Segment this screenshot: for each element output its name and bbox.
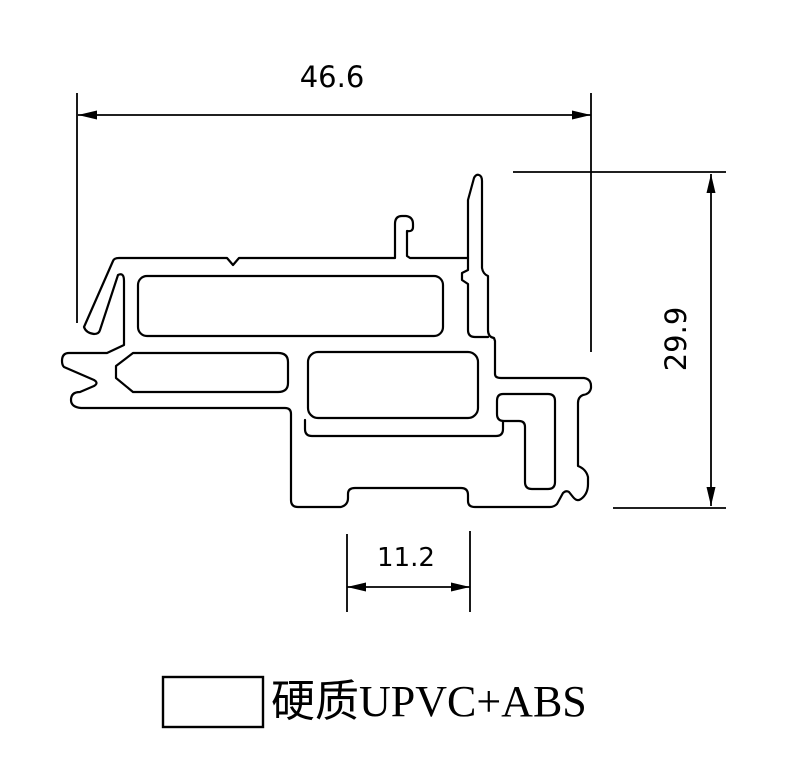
dim-slot-arrow-right — [451, 582, 470, 592]
dim-width-value: 46.6 — [300, 60, 365, 94]
profile-outline-group — [60, 173, 593, 509]
profile-undertab-wall — [460, 256, 490, 339]
dim-height-arrow-bottom — [706, 487, 716, 506]
dim-slot-value: 11.2 — [377, 543, 435, 573]
dim-height-value: 29.9 — [659, 307, 693, 372]
dimension-height: 29.9 — [513, 171, 726, 509]
profile-outer-outline — [60, 173, 593, 509]
dim-width-arrow-left — [78, 110, 97, 120]
dim-width-arrow-right — [572, 110, 591, 120]
dim-height-arrow-top — [706, 174, 716, 193]
legend-material-swatch — [161, 675, 265, 729]
dimension-slot: 11.2 — [346, 531, 471, 612]
legend: 硬质UPVC+ABS — [161, 675, 587, 729]
profile-channel-ceiling — [303, 418, 505, 438]
profile-chamber-mid — [306, 350, 480, 420]
profile-chamber-top — [136, 274, 445, 338]
profile-chamber-boot — [495, 392, 557, 491]
legend-material-label: 硬质UPVC+ABS — [271, 677, 587, 726]
dimension-width: 46.6 — [76, 60, 592, 352]
profile-chamber-hex — [114, 351, 290, 394]
dim-slot-arrow-left — [347, 582, 366, 592]
